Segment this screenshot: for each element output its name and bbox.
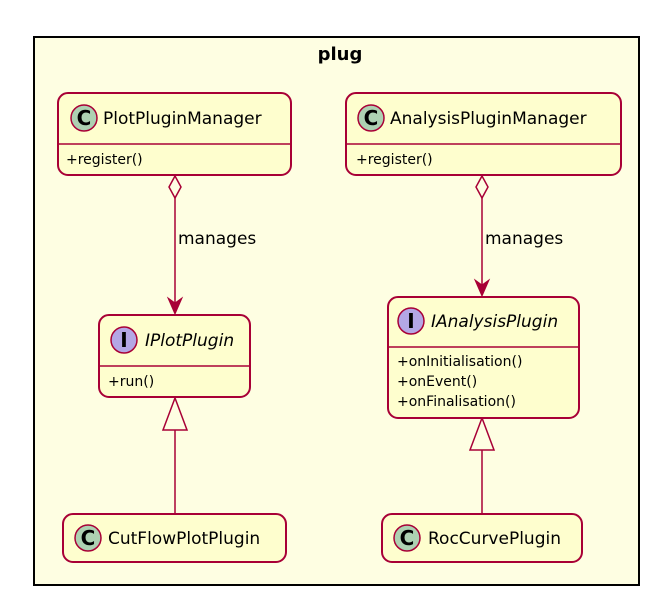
interface-stereotype-circle (397, 307, 425, 335)
class-stereotype-circle (70, 104, 98, 132)
relation-plot-manages: manages (166, 174, 256, 316)
stereotype-letter: C (81, 526, 96, 550)
interface-iplot-plugin: I IPlotPlugin +run() (98, 314, 251, 398)
stereotype-letter: I (407, 309, 414, 333)
arrow-head (166, 296, 184, 316)
generalization-triangle (161, 395, 189, 431)
class-cutflow-plot-plugin: C CutFlowPlotPlugin (62, 513, 287, 563)
method: +register() (356, 152, 433, 168)
class-name: AnalysisPluginManager (390, 109, 587, 129)
stereotype-letter: I (120, 328, 127, 352)
relation-analysis-manages: manages (473, 174, 563, 298)
class-plot-plugin-manager: C PlotPluginManager +register() (57, 92, 292, 176)
class-name: CutFlowPlotPlugin (108, 529, 260, 549)
class-name: IPlotPlugin (145, 331, 234, 351)
class-analysis-plugin-manager: C AnalysisPluginManager +register() (345, 92, 622, 176)
stereotype-letter: C (364, 106, 379, 130)
relation-label: manages (178, 229, 256, 249)
class-name: RocCurvePlugin (428, 529, 561, 549)
method: +run() (108, 374, 154, 390)
method: +register() (66, 152, 143, 168)
class-name: IAnalysisPlugin (431, 312, 558, 332)
method: +onFinalisation() (397, 394, 516, 410)
relation-cutflow-generalization (161, 395, 189, 514)
method: +onEvent() (397, 374, 477, 390)
package-title: plug (318, 44, 363, 65)
method: +onInitialisation() (397, 354, 522, 370)
aggregation-diamond (168, 174, 182, 200)
arrow-head (473, 278, 491, 298)
relation-roccurve-generalization (468, 415, 496, 514)
stereotype-letter: C (77, 106, 92, 130)
class-stereotype-circle (393, 524, 421, 552)
aggregation-diamond (475, 174, 489, 200)
interface-stereotype-circle (110, 326, 138, 354)
class-name: PlotPluginManager (103, 109, 262, 129)
class-roccurve-plugin: C RocCurvePlugin (381, 513, 583, 563)
class-stereotype-circle (357, 104, 385, 132)
relation-label: manages (485, 229, 563, 249)
class-stereotype-circle (74, 524, 102, 552)
generalization-triangle (468, 415, 496, 451)
interface-ianalysis-plugin: I IAnalysisPlugin +onInitialisation() +o… (387, 296, 580, 419)
stereotype-letter: C (400, 526, 415, 550)
